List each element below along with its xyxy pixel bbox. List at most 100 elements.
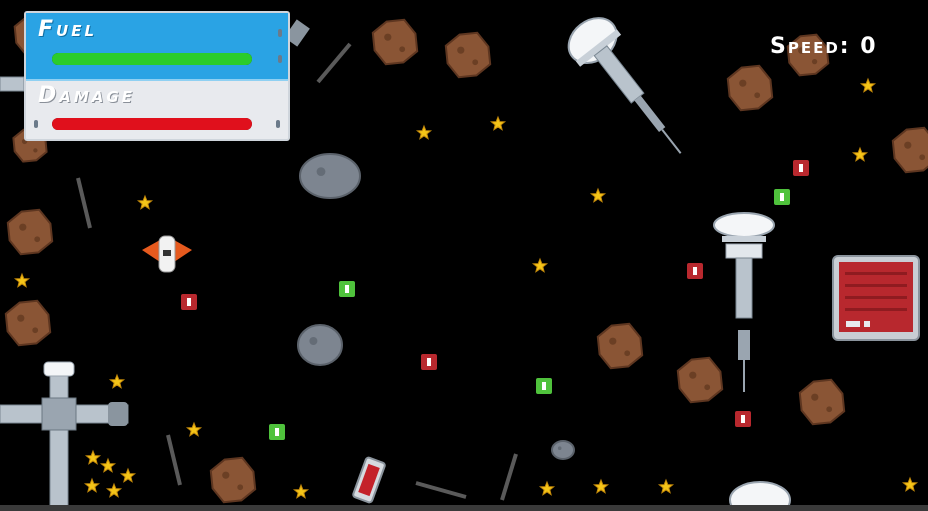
asteroid-crater — [811, 393, 819, 401]
asteroid-crater — [624, 350, 631, 357]
asteroid-crater — [222, 471, 230, 479]
asteroid-crater — [17, 314, 25, 322]
speed-readout: Speed: 0 — [770, 34, 878, 59]
star-icon — [851, 146, 869, 162]
asteroid-crater — [704, 384, 711, 391]
rock-crater — [316, 167, 326, 177]
debris-piece — [284, 19, 310, 47]
container-stripe — [845, 296, 907, 299]
rock-crater — [309, 337, 318, 345]
star-icon — [538, 480, 556, 496]
star-icon — [83, 477, 101, 493]
star-icon — [592, 478, 610, 494]
ship-wing — [174, 240, 192, 262]
star-icon — [531, 257, 549, 273]
asteroid-body — [786, 33, 830, 77]
container-stripe — [845, 272, 907, 275]
station-module — [725, 243, 763, 259]
asteroid-crater — [32, 327, 39, 334]
station-cap — [43, 361, 75, 377]
station-hub — [41, 397, 77, 431]
asteroid-crater — [457, 46, 465, 54]
asteroid-body — [371, 18, 419, 66]
pickup-glyph — [799, 164, 803, 172]
dome-structure — [729, 481, 791, 511]
asteroid-crater — [904, 141, 912, 149]
fuel-panel: Fuel — [26, 13, 288, 81]
star-icon — [136, 194, 154, 210]
damage-pickup-icon — [735, 411, 751, 427]
station-mast — [735, 257, 753, 319]
debris-beam — [76, 177, 92, 229]
asteroid-body — [6, 208, 54, 256]
station-dome — [713, 212, 775, 238]
asteroid-body — [4, 299, 52, 347]
asteroid-body — [798, 378, 846, 426]
station-arm — [49, 369, 69, 511]
asteroid-crater — [34, 236, 41, 243]
fuel-label: Fuel — [38, 17, 98, 42]
canister — [352, 456, 386, 504]
container-stripe — [845, 284, 907, 287]
rivet-icon — [34, 120, 38, 128]
asteroid-crater — [609, 337, 617, 345]
damage-bar — [52, 118, 252, 130]
rivet-icon — [276, 120, 280, 128]
asteroid-brown — [444, 31, 492, 79]
damage-bar-fill — [52, 118, 252, 130]
asteroid-crater — [754, 92, 761, 99]
fuel-bar — [52, 53, 252, 65]
damage-pickup-icon — [687, 263, 703, 279]
star-icon — [99, 457, 117, 473]
rivet-icon — [278, 29, 282, 37]
pickup-glyph — [187, 298, 191, 306]
asteroid-brown — [371, 18, 419, 66]
container-stripe — [845, 308, 907, 311]
rock-body — [297, 324, 343, 366]
debris-beam — [500, 453, 518, 501]
station-antenna-tip — [743, 360, 745, 392]
asteroid-crater — [19, 223, 27, 231]
pipe-segment — [0, 76, 25, 92]
asteroid-brown — [4, 299, 52, 347]
rock-body — [551, 440, 575, 460]
station-ring — [722, 236, 766, 242]
station-thruster — [108, 402, 128, 426]
cargo-container — [832, 255, 920, 341]
debris-beam — [316, 42, 352, 84]
asteroid-body — [891, 126, 928, 174]
cross-station — [0, 361, 129, 511]
star-icon — [185, 421, 203, 437]
star-icon — [292, 483, 310, 499]
pickup-glyph — [741, 415, 745, 423]
asteroid-crater — [798, 47, 805, 54]
star-icon — [108, 373, 126, 389]
asteroid-crater — [472, 59, 479, 66]
asteroid-crater — [33, 148, 38, 153]
asteroid-brown — [6, 208, 54, 256]
asteroid-brown — [891, 126, 928, 174]
asteroid-crater — [919, 154, 926, 161]
asteroid-gray — [551, 440, 575, 460]
rock-crater — [557, 446, 562, 451]
star-icon — [489, 115, 507, 131]
ship-wing — [142, 240, 160, 262]
asteroid-body — [726, 64, 774, 112]
container-light — [864, 321, 870, 327]
pickup-glyph — [542, 382, 546, 390]
asteroid-gray — [297, 324, 343, 366]
asteroid-crater — [384, 33, 392, 41]
damage-pickup-icon — [793, 160, 809, 176]
floor-strip — [0, 505, 928, 511]
asteroid-brown — [798, 378, 846, 426]
asteroid-body — [676, 356, 724, 404]
star-icon — [589, 187, 607, 203]
asteroid-brown — [786, 33, 830, 77]
star-icon — [415, 124, 433, 140]
space-station — [567, 17, 682, 154]
station-antenna — [634, 95, 666, 133]
asteroid-crater — [826, 406, 833, 413]
pickup-glyph — [780, 193, 784, 201]
asteroid-brown — [596, 322, 644, 370]
pickup-glyph — [693, 267, 697, 275]
